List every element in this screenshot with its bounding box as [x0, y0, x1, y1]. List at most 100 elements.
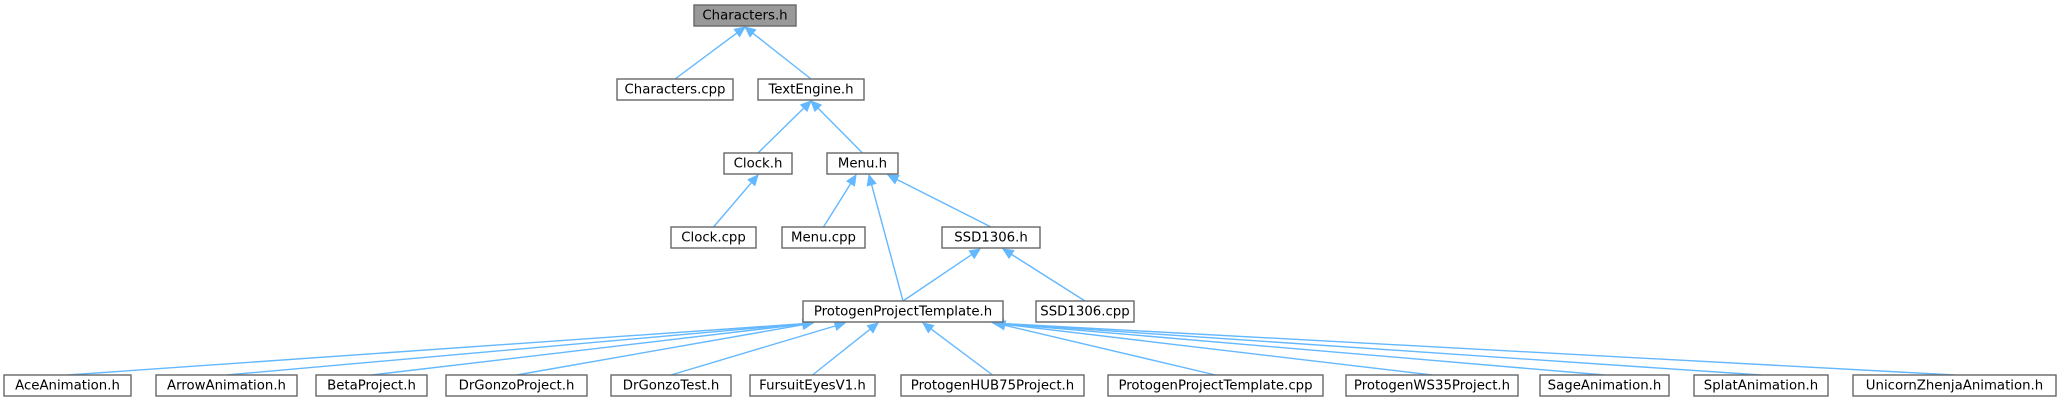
node-label: Clock.cpp [681, 231, 746, 246]
node-menu-h[interactable]: Menu.h [826, 152, 899, 175]
node-label: FursuitEyesV1.h [759, 379, 866, 394]
edge-line [674, 32, 738, 80]
node-characters-h[interactable]: Characters.h [693, 4, 797, 27]
node-label: ProtogenHUB75Project.h [911, 379, 1074, 394]
node-box [757, 78, 865, 101]
node-fursuiteyes-h[interactable]: FursuitEyesV1.h [749, 374, 876, 397]
node-label: BetaProject.h [327, 379, 416, 394]
node-ssd1306-h[interactable]: SSD1306.h [941, 226, 1041, 249]
node-label: Menu.h [838, 157, 887, 172]
arrowhead-icon [833, 320, 847, 332]
node-characters-cpp[interactable]: Characters.cpp [616, 78, 734, 101]
node-ppt-cpp[interactable]: ProtogenProjectTemplate.cpp [1107, 374, 1324, 397]
node-box [1345, 374, 1519, 397]
node-label: ArrowAnimation.h [167, 379, 286, 394]
node-box [3, 374, 132, 397]
node-sageanim-h[interactable]: SageAnimation.h [1539, 374, 1670, 397]
node-box [616, 78, 734, 101]
edge-line [226, 323, 804, 376]
node-drgonzotest-h[interactable]: DrGonzoTest.h [610, 374, 732, 397]
node-label: UnicornZhenjaAnimation.h [1866, 379, 2043, 394]
edges-layer [67, 26, 1955, 376]
arrowhead-icon [968, 248, 982, 260]
arrowhead-icon [845, 173, 857, 187]
arrowhead-icon [799, 100, 812, 113]
node-label: SSD1306.cpp [1040, 305, 1129, 320]
node-menu-cpp[interactable]: Menu.cpp [781, 226, 866, 249]
node-label: DrGonzoProject.h [459, 379, 575, 394]
node-drgonzoproject-h[interactable]: DrGonzoProject.h [445, 374, 588, 397]
arrowhead-icon [733, 26, 746, 38]
node-box [315, 374, 428, 397]
node-box [610, 374, 732, 397]
edge-arrowanim_h-to-ppt_h [226, 318, 815, 376]
node-label: AceAnimation.h [15, 379, 120, 394]
edge-line [870, 184, 904, 302]
node-box [1852, 374, 2057, 397]
edge-line [712, 182, 753, 228]
node-box [941, 226, 1041, 249]
node-betaproject-h[interactable]: BetaProject.h [315, 374, 428, 397]
node-box [670, 226, 757, 249]
arrowhead-icon [747, 174, 759, 187]
node-box [723, 152, 793, 175]
edge-clock_h-to-textengine_h [757, 100, 812, 154]
edge-line [516, 324, 804, 376]
node-label: Characters.h [702, 9, 787, 24]
edge-menu_cpp-to-menu_h [822, 173, 857, 228]
node-aceanim-h[interactable]: AceAnimation.h [3, 374, 132, 397]
edge-textengine_h-to-characters_h [744, 26, 812, 80]
edge-line [1002, 323, 1433, 376]
arrowhead-icon [810, 100, 823, 113]
edge-line [371, 323, 804, 376]
edge-splatanim_h-to-ppt_h [991, 318, 1762, 376]
node-box [781, 226, 866, 249]
arrowhead-icon [922, 322, 935, 334]
node-protogenws35-h[interactable]: ProtogenWS35Project.h [1345, 374, 1519, 397]
edge-ssd1306_h-to-menu_h [886, 174, 992, 228]
node-label: ProtogenWS35Project.h [1354, 379, 1510, 394]
node-protogenhub75-h[interactable]: ProtogenHUB75Project.h [900, 374, 1085, 397]
node-box [749, 374, 876, 397]
edge-characters_cpp-to-characters_h [674, 26, 746, 80]
edge-line [67, 322, 804, 376]
node-ssd1306-cpp[interactable]: SSD1306.cpp [1035, 300, 1135, 323]
arrowhead-icon [866, 322, 879, 334]
node-label: SplatAnimation.h [1704, 379, 1818, 394]
node-label: Menu.cpp [791, 231, 856, 246]
node-unicornanim-h[interactable]: UnicornZhenjaAnimation.h [1852, 374, 2057, 397]
node-label: TextEngine.h [767, 83, 853, 98]
arrowhead-icon [886, 174, 900, 185]
node-ppt-h[interactable]: ProtogenProjectTemplate.h [802, 300, 1004, 323]
edge-line [1004, 324, 1216, 376]
node-clock-h[interactable]: Clock.h [723, 152, 793, 175]
edge-ppt_h-to-menu_h [866, 173, 904, 302]
node-box [1539, 374, 1670, 397]
arrowhead-icon [866, 173, 877, 187]
edge-protogenhub75_h-to-ppt_h [922, 322, 993, 376]
edge-ppt_h-to-ssd1306_h [902, 248, 982, 302]
node-label: ProtogenProjectTemplate.h [814, 305, 992, 320]
node-clock-cpp[interactable]: Clock.cpp [670, 226, 757, 249]
edge-line [1002, 323, 1605, 376]
edge-line [812, 328, 871, 376]
edge-line [822, 183, 852, 228]
node-textengine-h[interactable]: TextEngine.h [757, 78, 865, 101]
edge-unicornanim_h-to-ppt_h [991, 318, 1955, 376]
node-arrowanim-h[interactable]: ArrowAnimation.h [155, 374, 298, 397]
node-label: ProtogenProjectTemplate.cpp [1118, 379, 1312, 394]
node-box [445, 374, 588, 397]
edge-line [817, 107, 863, 154]
node-box [1107, 374, 1324, 397]
arrowhead-icon [1001, 248, 1015, 260]
edge-line [1002, 322, 1762, 376]
node-label: SSD1306.h [954, 231, 1028, 246]
edge-line [757, 107, 805, 154]
edge-line [670, 325, 836, 376]
node-splatanim-h[interactable]: SplatAnimation.h [1693, 374, 1829, 397]
edge-line [1002, 322, 1955, 376]
edge-line [1011, 253, 1086, 302]
node-label: Characters.cpp [625, 83, 726, 98]
